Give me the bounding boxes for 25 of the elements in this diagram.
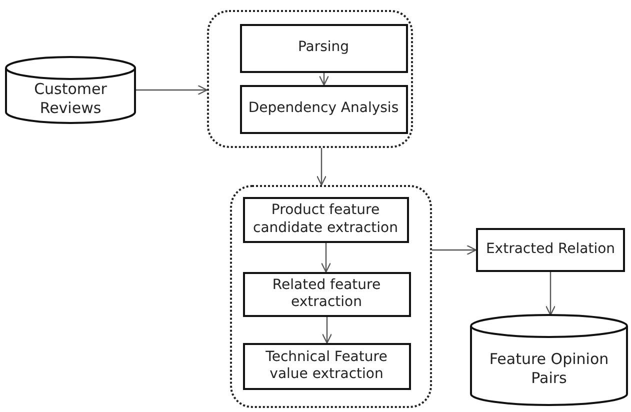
arrow	[322, 317, 332, 344]
arrow	[318, 73, 330, 86]
database-cylinder	[5, 57, 136, 123]
database-cylinder	[470, 315, 628, 405]
node-label: Related feature extraction	[271, 276, 382, 312]
arrow	[432, 244, 477, 256]
node-label: Technical Feature value extraction	[264, 348, 388, 384]
arrow	[136, 84, 208, 96]
process-box	[476, 228, 625, 272]
arrow	[545, 272, 556, 316]
arrow	[320, 243, 332, 273]
node-label: Feature Opinion Pairs	[488, 350, 610, 388]
node-label: Parsing	[298, 39, 350, 57]
dotted-group-frame	[207, 10, 413, 148]
process-box	[242, 196, 408, 242]
process-box	[240, 24, 408, 72]
process-box	[242, 342, 410, 390]
node-label: Product feature candidate extraction	[252, 202, 399, 237]
process-box	[242, 272, 410, 316]
arrow	[316, 148, 327, 186]
dotted-group-frame	[230, 185, 432, 408]
node-label: Customer Reviews	[33, 80, 108, 118]
node-label: Dependency Analysis	[248, 100, 399, 118]
process-box	[240, 84, 408, 134]
node-label: Extracted Relation	[486, 241, 616, 259]
